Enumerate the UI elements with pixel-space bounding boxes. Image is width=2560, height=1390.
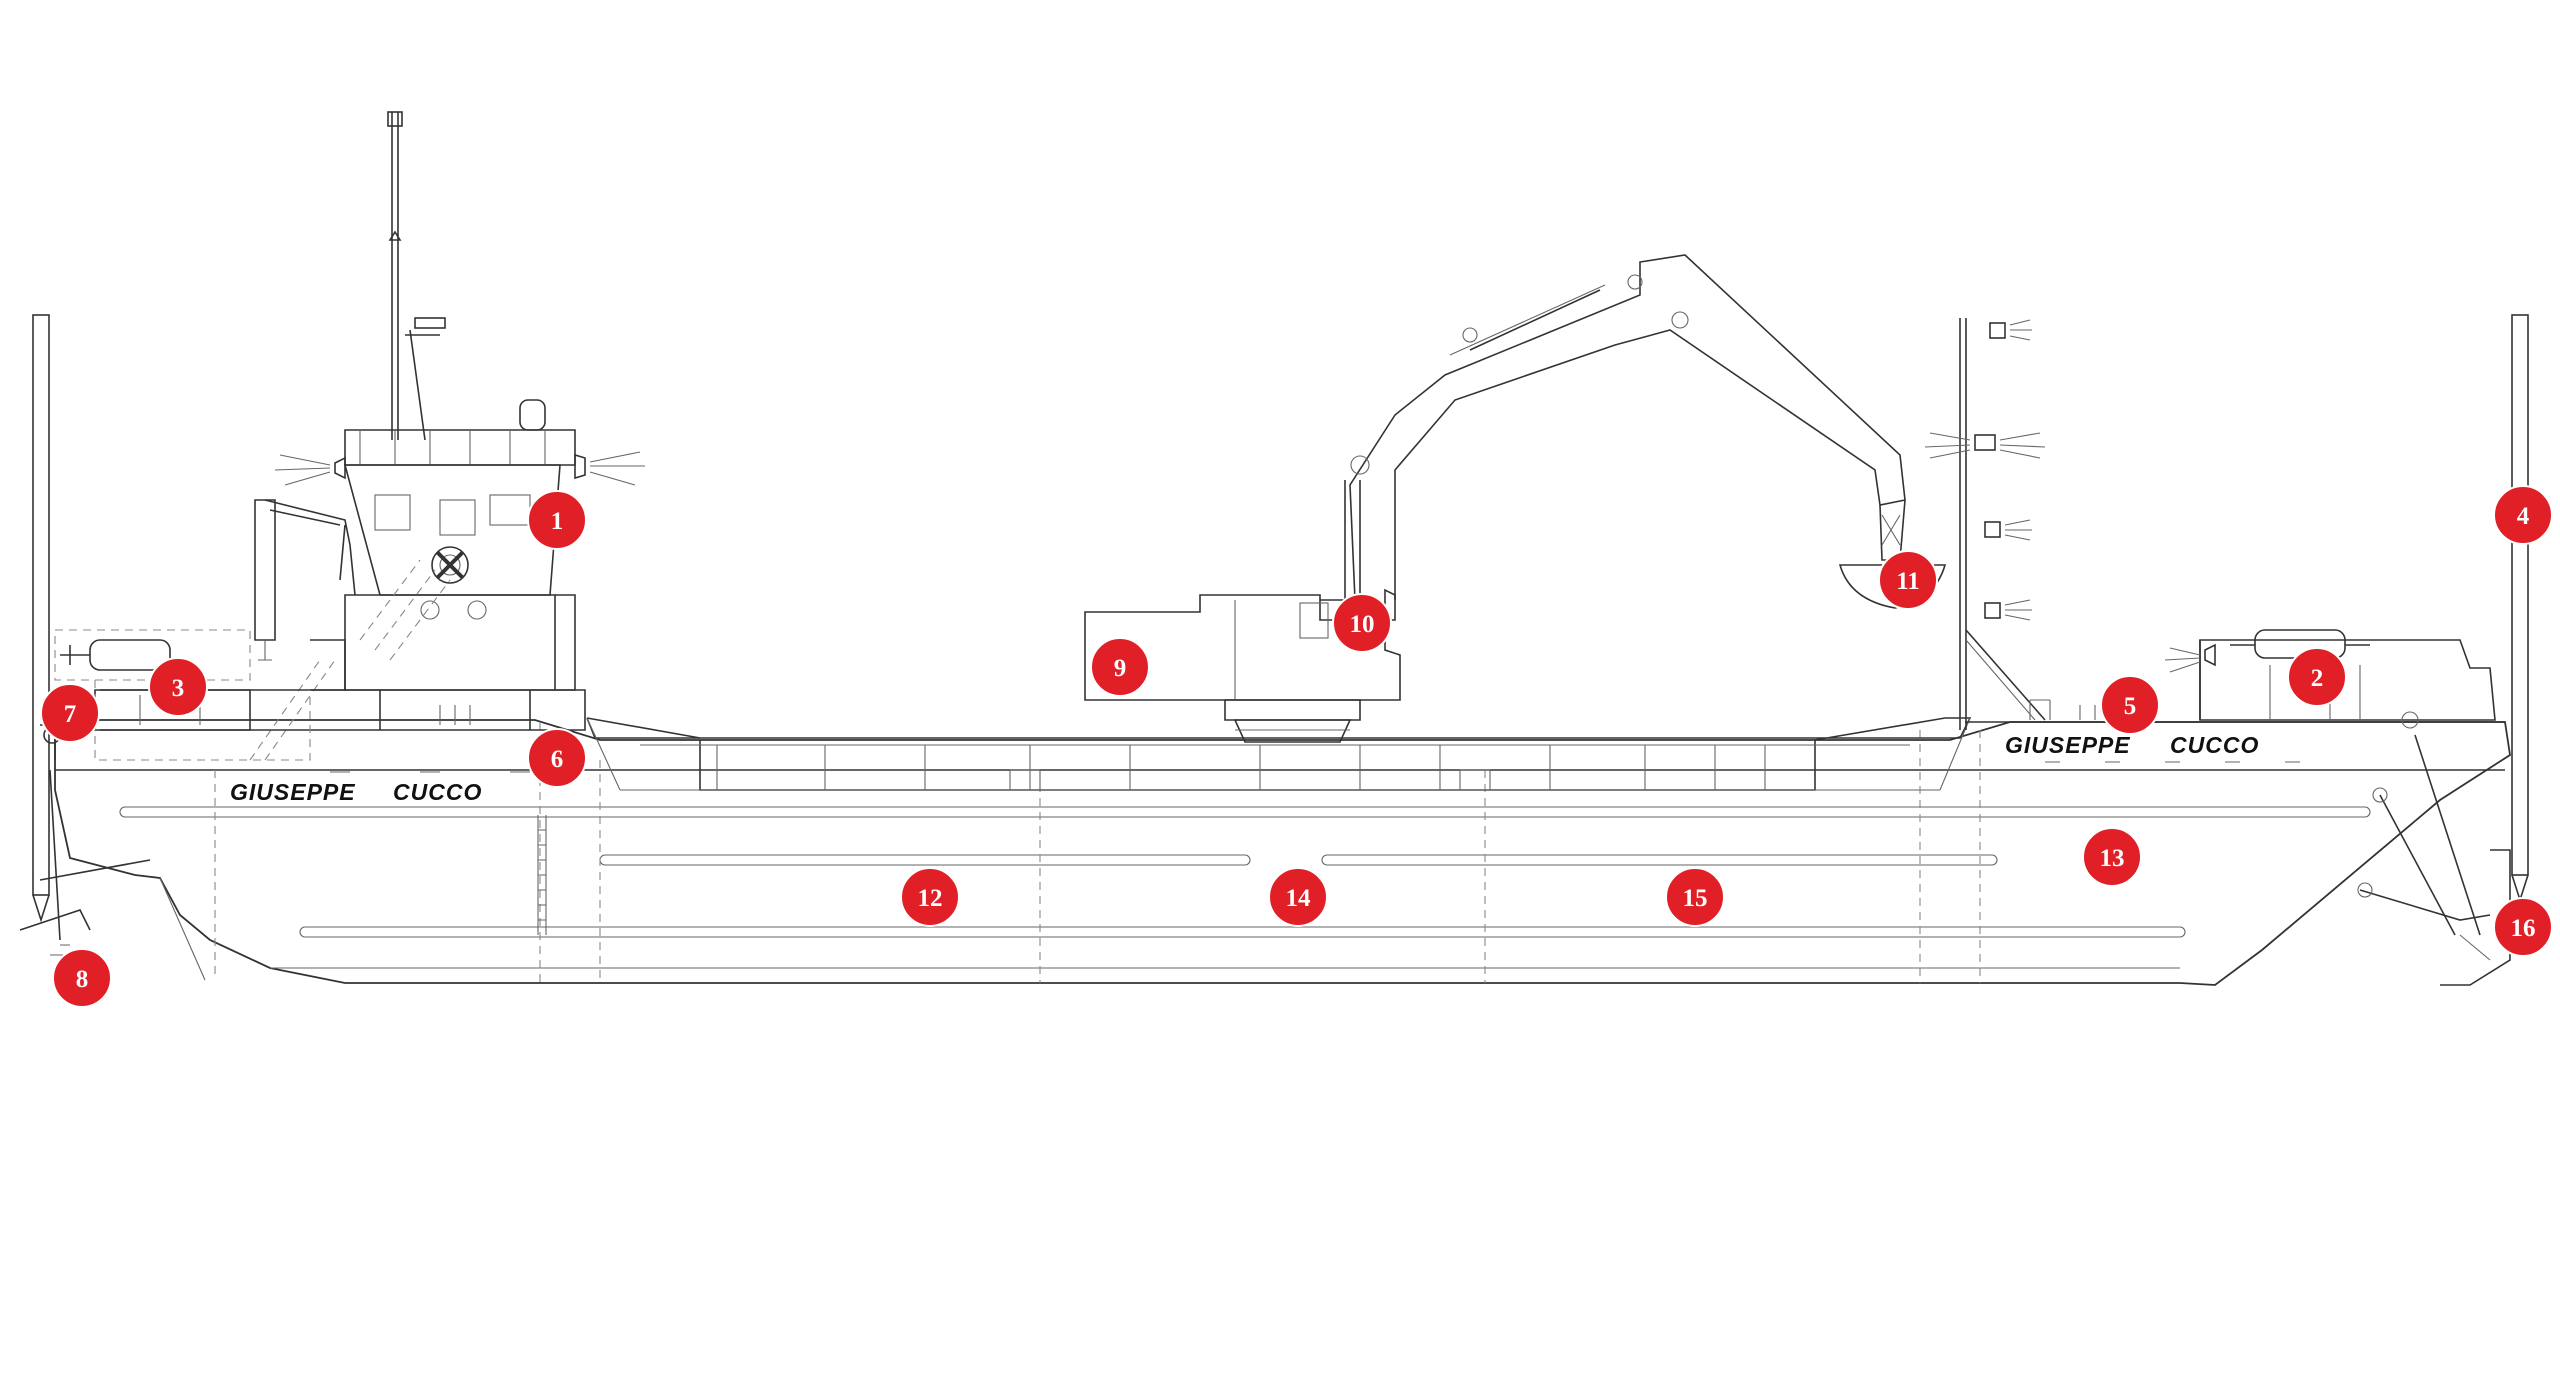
marker-6: 6 bbox=[527, 728, 587, 788]
forward-spud-pole bbox=[2511, 314, 2529, 903]
marker-1: 1 bbox=[527, 490, 587, 550]
marker-13-label: 13 bbox=[2100, 845, 2125, 872]
marker-14: 14 bbox=[1268, 867, 1328, 927]
marker-12: 12 bbox=[900, 867, 960, 927]
marker-15-label: 15 bbox=[1683, 885, 1708, 912]
marker-10-circle bbox=[1332, 593, 1392, 653]
marker-9-label: 9 bbox=[1114, 655, 1127, 682]
marker-16-label: 16 bbox=[2511, 915, 2536, 942]
marker-13: 13 bbox=[2082, 827, 2142, 887]
marker-7: 7 bbox=[40, 683, 100, 743]
marker-8-label: 8 bbox=[76, 966, 89, 993]
aft-spud-pole bbox=[32, 314, 50, 923]
marker-5-circle bbox=[2100, 675, 2160, 735]
marker-6-label: 6 bbox=[551, 746, 564, 773]
marker-9: 9 bbox=[1090, 637, 1150, 697]
marker-7-label: 7 bbox=[64, 701, 77, 728]
hull bbox=[54, 719, 2511, 986]
marker-13-circle bbox=[2082, 827, 2142, 887]
ship-name-aft-first: GIUSEPPE bbox=[230, 779, 356, 805]
marker-10: 10 bbox=[1332, 593, 1392, 653]
marker-1-label: 1 bbox=[551, 508, 564, 535]
marker-15-circle bbox=[1665, 867, 1725, 927]
marker-11-label: 11 bbox=[1896, 568, 1920, 595]
marker-2: 2 bbox=[2287, 647, 2347, 707]
forward-mast bbox=[1924, 318, 2046, 730]
marker-7-circle bbox=[40, 683, 100, 743]
marker-11-circle bbox=[1878, 550, 1938, 610]
marker-12-circle bbox=[900, 867, 960, 927]
marker-4: 4 bbox=[2493, 485, 2553, 545]
marker-8: 8 bbox=[52, 948, 112, 1008]
marker-14-label: 14 bbox=[1286, 885, 1312, 912]
marker-3: 3 bbox=[148, 657, 208, 717]
marker-2-label: 2 bbox=[2311, 665, 2324, 692]
marker-6-circle bbox=[527, 728, 587, 788]
marker-12-label: 12 bbox=[918, 885, 943, 912]
forward-deck-equipment bbox=[1965, 629, 2511, 986]
ship-name-fwd-first: GIUSEPPE bbox=[2005, 732, 2131, 758]
marker-8-circle bbox=[52, 948, 112, 1008]
marker-11: 11 bbox=[1878, 550, 1938, 610]
marker-16: 16 bbox=[2493, 897, 2553, 957]
marker-15: 15 bbox=[1665, 867, 1725, 927]
marker-9-circle bbox=[1090, 637, 1150, 697]
marker-16-circle bbox=[2493, 897, 2553, 957]
ship-name-aft-second: CUCCO bbox=[393, 779, 482, 805]
marker-4-label: 4 bbox=[2517, 503, 2530, 530]
marker-3-label: 3 bbox=[172, 675, 185, 702]
marker-5: 5 bbox=[2100, 675, 2160, 735]
marker-3-circle bbox=[148, 657, 208, 717]
marker-2-circle bbox=[2287, 647, 2347, 707]
marker-4-circle bbox=[2493, 485, 2553, 545]
marker-5-label: 5 bbox=[2124, 693, 2137, 720]
cargo-hold-coaming bbox=[586, 717, 1972, 791]
marker-14-circle bbox=[1268, 867, 1328, 927]
excavator bbox=[1084, 254, 1947, 743]
ship-name-fwd-second: CUCCO bbox=[2170, 732, 2259, 758]
marker-10-label: 10 bbox=[1350, 611, 1375, 638]
aft-deck-equipment bbox=[19, 629, 311, 956]
marker-1-circle bbox=[527, 490, 587, 550]
